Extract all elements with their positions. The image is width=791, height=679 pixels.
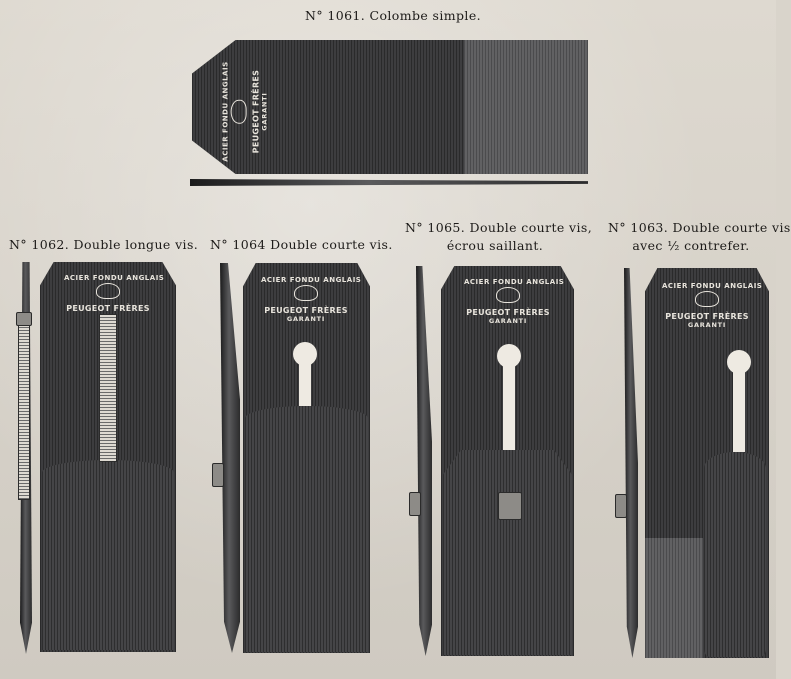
stamp-bird-icon [96, 283, 120, 300]
blade-1064-slot-hole [293, 342, 317, 366]
stamp-maker-text: PEUGEOT FRÈRES [264, 306, 348, 316]
blade-1062-side-screw [18, 318, 30, 500]
stamp-warrant-text: GARANTI [286, 314, 326, 323]
stamp-arc-text: ACIER FONDU ANGLAIS [261, 276, 362, 284]
caption-1063-line2: avec ½ contrefer. [632, 238, 750, 253]
blade-1063-slot-hole [727, 350, 751, 374]
stamp-arc-text: ACIER FONDU ANGLAIS [221, 61, 230, 162]
blade-1063-stamp: ACIER FONDU ANGLAIS PEUGEOT FRÈRES GARAN… [662, 282, 763, 329]
blade-1065-nut [498, 492, 522, 520]
caption-1063-line1: N° 1063. Double courte vis [608, 220, 791, 235]
blade-1062-long-screw [99, 314, 117, 462]
blade-1062-side-knob [16, 312, 32, 326]
caption-1061: N° 1061. Colombe simple. [305, 8, 481, 23]
blade-1065-side-knob [409, 492, 421, 516]
blade-1064-side-profile [220, 263, 240, 653]
stamp-arc-text: ACIER FONDU ANGLAIS [464, 278, 565, 286]
stamp-maker-text: PEUGEOT FRÈRES [466, 308, 550, 318]
blade-1065-slot [503, 354, 515, 450]
stamp-arc-text: ACIER FONDU ANGLAIS [662, 282, 763, 290]
blade-1065-side-profile [416, 266, 432, 656]
stamp-maker-text: PEUGEOT FRÈRES [665, 312, 749, 322]
caption-1062: N° 1062. Double longue vis. [9, 237, 199, 252]
blade-1064-chipbreaker [245, 406, 368, 652]
blade-1064-side-knob [212, 463, 224, 487]
stamp-maker-text: PEUGEOT FRÈRES [66, 304, 150, 314]
blade-1062-chipbreaker [42, 460, 174, 650]
blade-1061-body [192, 40, 464, 174]
blade-1063-slot [733, 360, 745, 452]
blade-1065-slot-hole [497, 344, 521, 368]
stamp-arc-text: ACIER FONDU ANGLAIS [64, 274, 165, 282]
blade-1062-stamp: ACIER FONDU ANGLAIS PEUGEOT FRÈRES [64, 274, 165, 314]
caption-1064: N° 1064 Double courte vis. [210, 237, 393, 252]
blade-1061-stamp: ACIER FONDU ANGLAIS PEUGEOT FRÈRES GARAN… [222, 61, 269, 161]
blade-1063-side-knob [615, 494, 627, 518]
stamp-bird-icon [695, 291, 719, 308]
blade-1063-edge [645, 538, 703, 658]
caption-1065-line2: écrou saillant. [446, 238, 544, 253]
blade-1065-stamp: ACIER FONDU ANGLAIS PEUGEOT FRÈRES GARAN… [464, 278, 565, 325]
stamp-bird-icon [294, 285, 318, 302]
blade-1064-stamp: ACIER FONDU ANGLAIS PEUGEOT FRÈRES GARAN… [261, 276, 362, 323]
blade-1063-half-chipbreaker [704, 452, 766, 657]
blade-1065-chipbreaker [443, 450, 572, 655]
caption-1065-line1: N° 1065. Double courte vis, [405, 220, 593, 235]
stamp-warrant-text: GARANTI [687, 320, 727, 329]
stamp-bird-icon [230, 99, 247, 124]
stamp-warrant-text: GARANTI [488, 316, 528, 325]
blade-1061-edge [464, 40, 588, 174]
blade-1061-side-profile [190, 179, 588, 186]
stamp-bird-icon [496, 287, 520, 304]
blade-1063-side-profile [624, 268, 638, 658]
stamp-warrant-text: GARANTI [260, 92, 269, 131]
